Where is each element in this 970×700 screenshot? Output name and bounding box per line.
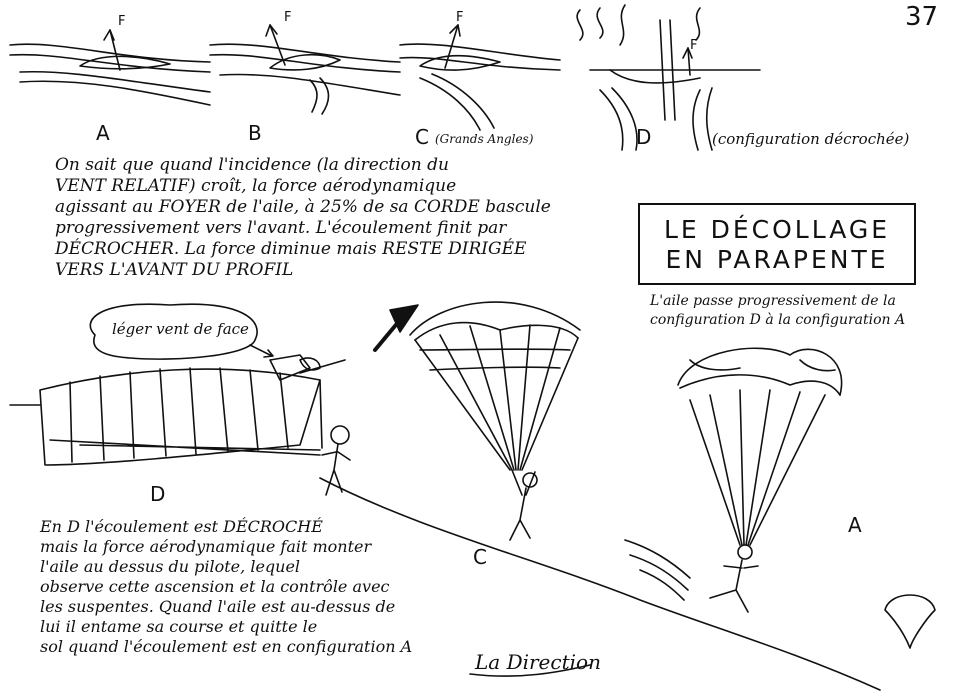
force-label-d: F [690, 38, 698, 53]
intro-line: On sait que quand l'incidence (la direct… [55, 155, 449, 175]
airfoil-profile-c [399, 24, 561, 131]
caption-line: configuration D à la configuration A [650, 312, 906, 328]
signature-underline [469, 664, 591, 677]
page-number: 37 [905, 2, 939, 32]
force-label-b: F [284, 10, 292, 25]
profile-b-label: B [248, 121, 262, 145]
bottom-line: sol quand l'écoulement est en configurat… [40, 637, 413, 656]
intro-line: VERS L'AVANT DU PROFIL [55, 260, 294, 280]
bottom-line: lui il entame sa course et quitte le [40, 617, 318, 636]
scene-wing-ground [39, 303, 351, 496]
airfoil-profile-b [209, 24, 401, 115]
caption-line: L'aile passe progressivement de la [650, 293, 896, 309]
profile-d-note: (configuration décrochée) [712, 130, 910, 148]
title-line-2: EN PARAPENTE [665, 245, 889, 274]
title-box: LE DÉCOLLAGE EN PARAPENTE [638, 203, 916, 285]
signature: La Direction [475, 650, 601, 674]
scene-d-label: D [150, 482, 166, 506]
hill-slope [319, 477, 881, 691]
right-caption: L'aile passe progressivement de la confi… [650, 292, 905, 330]
intro-paragraph: On sait que quand l'incidence (la direct… [55, 155, 551, 281]
bottom-line: les suspentes. Quand l'aile est au-dessu… [40, 597, 396, 616]
bottom-line: l'aile au dessus du pilote, lequel [40, 557, 301, 576]
bottom-line: mais la force aérodynamique fait monter [40, 537, 372, 556]
airfoil-profile-a [9, 29, 211, 106]
title-line-1: LE DÉCOLLAGE [663, 215, 891, 244]
force-label-a: F [118, 14, 126, 29]
profile-a-label: A [96, 121, 110, 145]
intro-line: agissant au FOYER de l'aile, à 25% de sa… [55, 197, 551, 217]
wind-bubble-outline [89, 303, 258, 360]
profile-d-label: D [636, 125, 652, 149]
scene-wing-rising [373, 301, 581, 541]
profile-c-note: (Grands Angles) [435, 132, 534, 146]
intro-line: progressivement vers l'avant. L'écouleme… [55, 218, 507, 238]
force-label-c: F [456, 10, 464, 25]
bottom-line: En D l'écoulement est DÉCROCHÉ [40, 517, 323, 536]
scene-c-label: C [473, 545, 487, 569]
scene-a-label: A [848, 513, 862, 537]
bottom-paragraph: En D l'écoulement est DÉCROCHÉ mais la f… [40, 517, 412, 657]
intro-line: DÉCROCHER. La force diminue mais RESTE D… [55, 239, 527, 259]
bottom-line: observe cette ascension et la contrôle a… [40, 577, 390, 596]
airfoil-profile-d [576, 4, 761, 151]
profile-c-label: C [415, 125, 429, 149]
scene-wing-flying [624, 347, 936, 649]
wind-bubble-text: léger vent de face [112, 320, 249, 338]
intro-line: VENT RELATIF) croît, la force aérodynami… [55, 176, 457, 196]
